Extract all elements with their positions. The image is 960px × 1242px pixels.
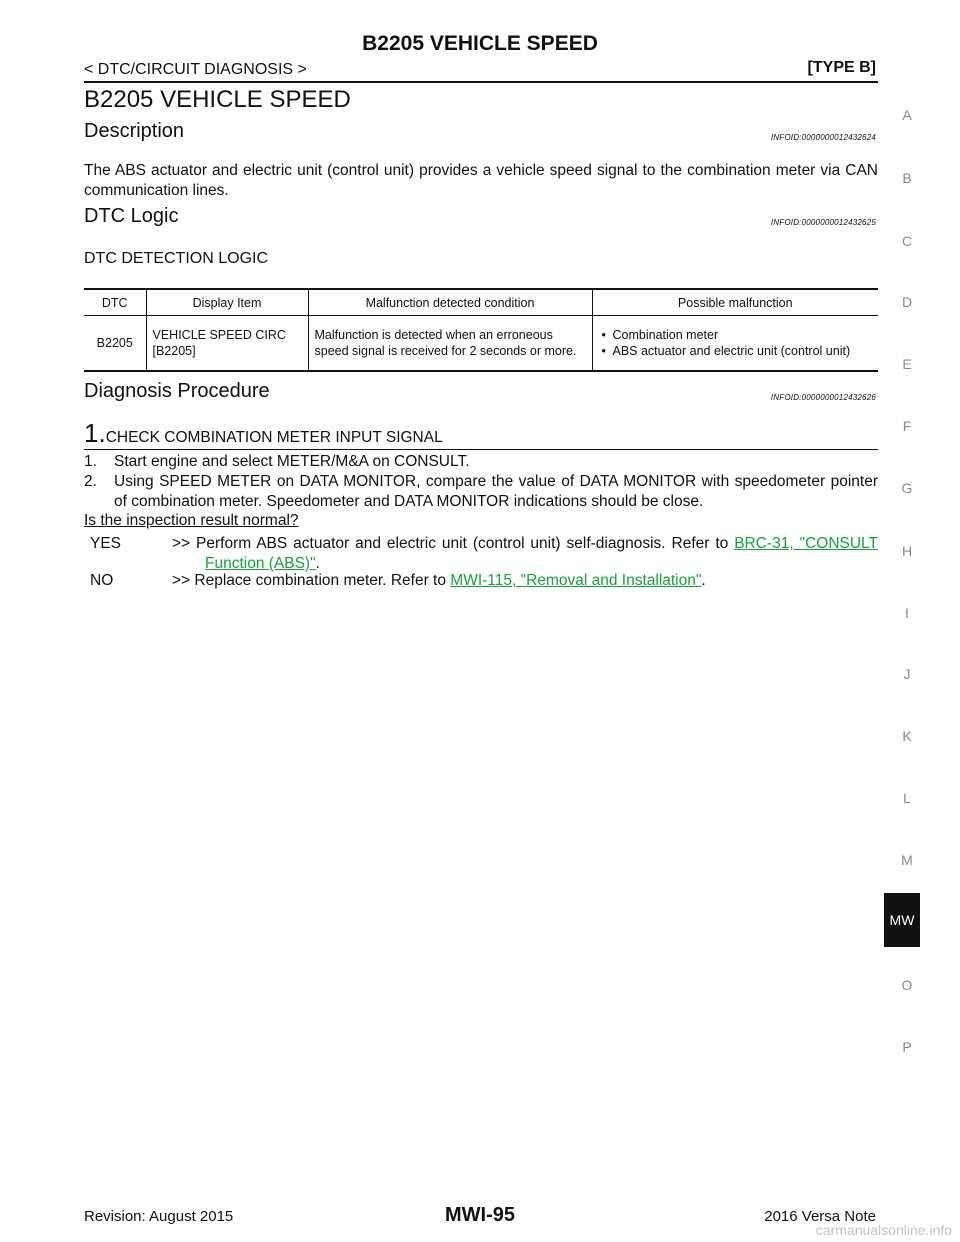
dtc-table: DTC Display Item Malfunction detected co… (84, 288, 878, 372)
step-number: 1. (84, 418, 106, 448)
side-index-letter[interactable]: L (903, 790, 911, 806)
side-index-letter[interactable]: H (901, 543, 913, 559)
possible-item: ABS actuator and electric unit (control … (602, 343, 873, 359)
result-yes-text: >> Perform ABS actuator and electric uni… (172, 534, 878, 574)
result-yes: YES >> Perform ABS actuator and electric… (90, 534, 878, 574)
step-heading: 1.CHECK COMBINATION METER INPUT SIGNAL (84, 418, 443, 449)
side-index-letter[interactable]: E (902, 356, 912, 372)
cell-condition: Malfunction is detected when an erroneou… (307, 315, 592, 372)
result-yes-prefix: >> Perform ABS actuator and electric uni… (172, 535, 735, 552)
side-index-letter[interactable]: J (903, 666, 911, 682)
header-title: B2205 VEHICLE SPEED (362, 32, 598, 55)
display-item-line: VEHICLE SPEED CIRC (152, 328, 286, 342)
dtc-logic-heading: DTC Logic (84, 205, 179, 227)
table-header-row: DTC Display Item Malfunction detected co… (84, 288, 878, 316)
list-item: 1. Start engine and select METER/M&A on … (84, 452, 878, 472)
side-index-letter[interactable]: I (905, 605, 909, 621)
display-item-line: [B2205] (152, 344, 196, 358)
column-header-dtc: DTC (84, 288, 146, 316)
column-header-condition: Malfunction detected condition (307, 288, 592, 316)
brc-31-consult-link[interactable]: BRC-31, "CONSULT Function (ABS)" (205, 535, 878, 572)
result-no-label: NO (90, 572, 114, 589)
list-item-number: 1. (84, 453, 97, 470)
step-title: CHECK COMBINATION METER INPUT SIGNAL (105, 429, 443, 446)
description-text: The ABS actuator and electric unit (cont… (84, 162, 878, 199)
procedure-list: 1. Start engine and select METER/M&A on … (84, 452, 878, 512)
page-title: B2205 VEHICLE SPEED (84, 86, 351, 113)
footer-page-number: MWI-95 (445, 1204, 515, 1226)
mwi-115-removal-link[interactable]: MWI-115, "Removal and Installation" (450, 572, 702, 589)
list-item-text: Start engine and select METER/M&A on CON… (114, 453, 470, 470)
possible-item: Combination meter (602, 327, 873, 343)
footer-model: 2016 Versa Note (764, 1208, 876, 1225)
diagnosis-infoid: INFOID:0000000012432626 (770, 393, 876, 402)
side-index-letter[interactable]: P (902, 1039, 912, 1055)
side-index-letter[interactable]: M (901, 852, 913, 868)
side-index-letter[interactable]: B (902, 170, 912, 186)
cell-dtc: B2205 (84, 315, 146, 372)
side-index-letter[interactable]: C (901, 233, 913, 249)
dtc-logic-infoid: INFOID:0000000012432625 (770, 218, 876, 227)
side-index-letter[interactable]: G (901, 480, 913, 496)
diagnosis-heading: Diagnosis Procedure (84, 380, 270, 402)
cell-display-item: VEHICLE SPEED CIRC [B2205] (145, 315, 308, 372)
cell-possible-malfunction: Combination meter ABS actuator and elect… (591, 315, 878, 372)
result-yes-suffix: . (315, 555, 320, 572)
result-no-suffix: . (701, 572, 706, 589)
side-index-letter[interactable]: O (901, 977, 913, 993)
dtc-detection-logic-subheading: DTC DETECTION LOGIC (84, 250, 269, 267)
list-item-text: Using SPEED METER on DATA MONITOR, compa… (114, 473, 878, 510)
description-infoid: INFOID:0000000012432624 (770, 133, 876, 142)
footer-revision: Revision: August 2015 (84, 1208, 234, 1225)
column-header-possible: Possible malfunction (591, 288, 878, 316)
description-heading: Description (84, 120, 185, 142)
list-item: 2. Using SPEED METER on DATA MONITOR, co… (84, 472, 878, 512)
table-row: B2205 VEHICLE SPEED CIRC [B2205] Malfunc… (84, 315, 878, 372)
column-header-display-item: Display Item (145, 288, 308, 316)
side-index-letter[interactable]: A (902, 107, 912, 123)
side-index-letter[interactable]: F (902, 418, 912, 434)
result-no-text: >> Replace combination meter. Refer to M… (172, 571, 878, 591)
header-rule (84, 81, 878, 83)
breadcrumb: < DTC/CIRCUIT DIAGNOSIS > (84, 61, 307, 78)
step-rule (84, 449, 878, 450)
side-index-letter[interactable]: K (902, 728, 912, 744)
side-index-active-tab[interactable]: MW (884, 893, 920, 947)
result-no-prefix: >> Replace combination meter. Refer to (172, 572, 451, 589)
result-yes-label: YES (90, 535, 122, 552)
side-index-letter[interactable]: D (901, 294, 913, 310)
result-no: NO >> Replace combination meter. Refer t… (90, 571, 878, 591)
watermark: carmanualsonline.info (815, 1222, 952, 1238)
list-item-number: 2. (84, 473, 97, 490)
inspection-question: Is the inspection result normal? (84, 512, 299, 529)
type-tag: [TYPE B] (807, 59, 876, 76)
